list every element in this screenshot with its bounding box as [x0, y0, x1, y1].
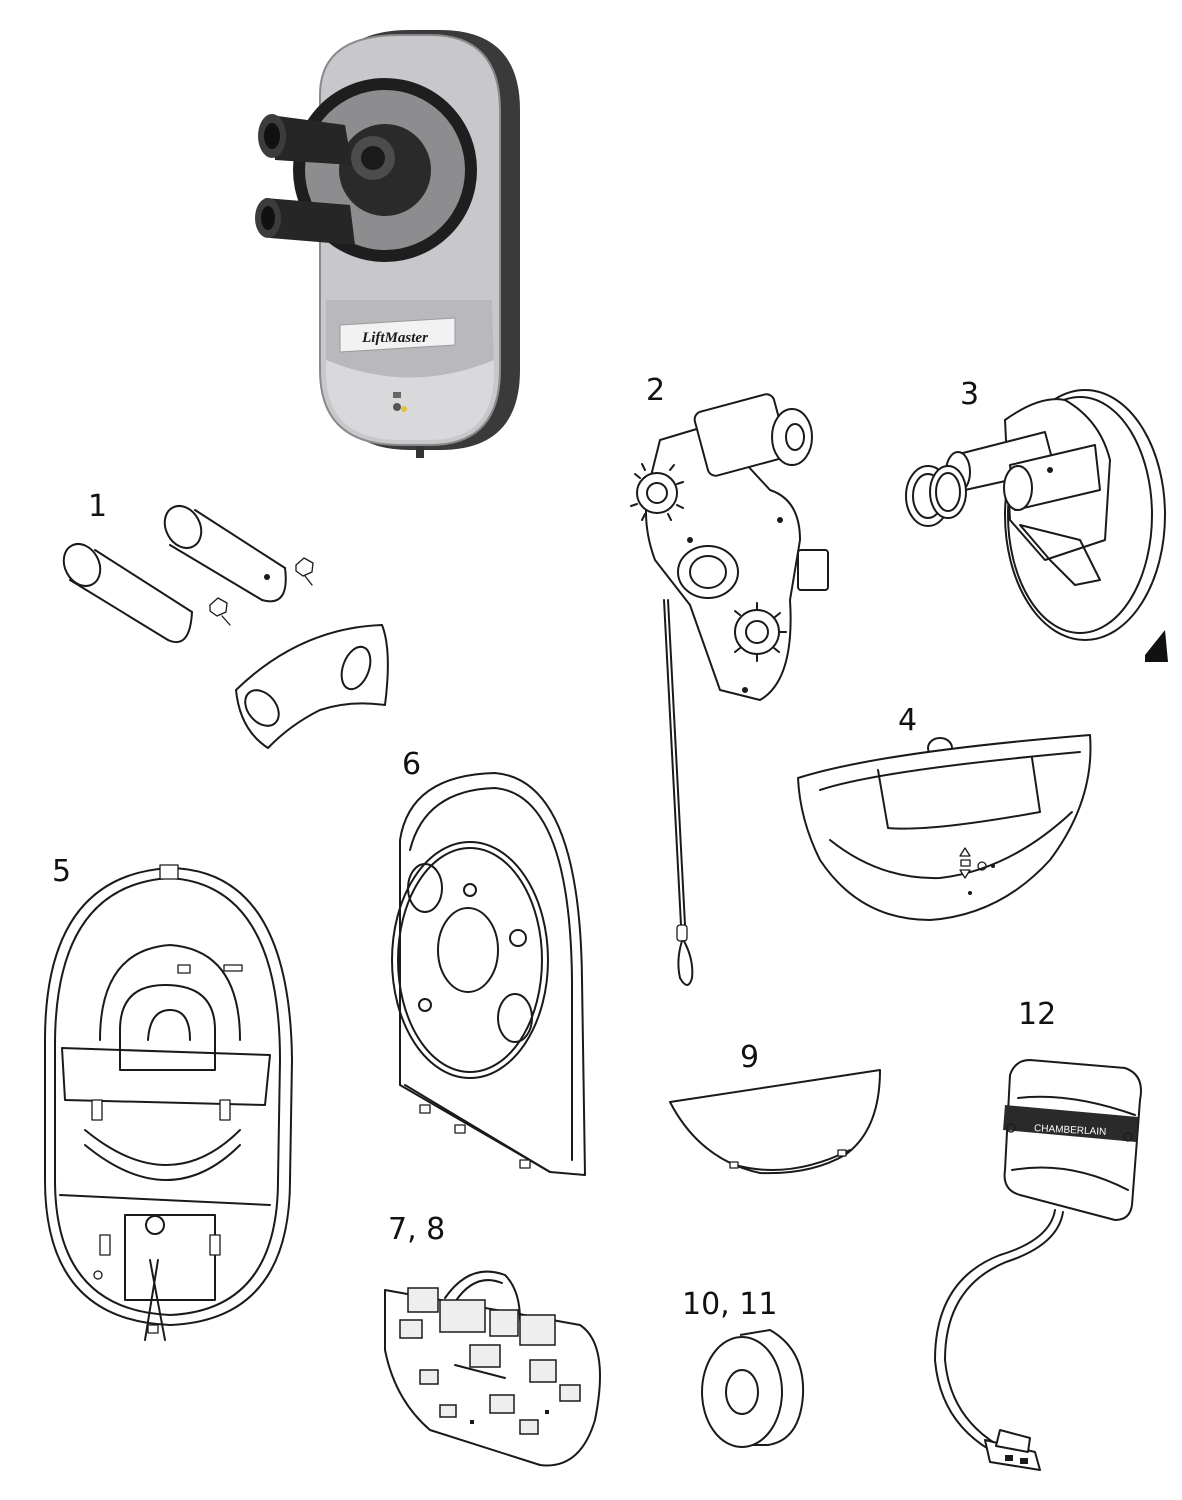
part-7-8-drawing — [384, 1270, 601, 1467]
part-number-9: 9 — [740, 1040, 760, 1075]
part-1-drawing — [62, 504, 389, 749]
part-6-drawing — [391, 772, 586, 1176]
part-5-drawing — [44, 864, 293, 1341]
part-2-drawing — [630, 393, 829, 986]
liftmaster-logo: LiftMaster — [361, 330, 428, 346]
part-number-1: 1 — [88, 489, 108, 524]
opener-assembly-photo: LiftMaster — [255, 30, 520, 458]
part-number-6: 6 — [402, 747, 422, 782]
part-10-11-drawing — [701, 1329, 805, 1448]
part-number-7-8: 7, 8 — [388, 1212, 446, 1247]
part-number-2: 2 — [646, 373, 666, 408]
part-9-drawing — [669, 1069, 881, 1175]
part-number-12: 12 — [1018, 997, 1057, 1032]
part-12-drawing: CHAMBERLAIN — [934, 1059, 1142, 1471]
part-3-drawing — [905, 389, 1168, 662]
part-number-5: 5 — [52, 854, 72, 889]
part-4-drawing — [797, 734, 1092, 921]
part-number-4: 4 — [898, 703, 918, 738]
part-number-3: 3 — [960, 377, 980, 412]
part-number-10-11: 10, 11 — [682, 1287, 778, 1322]
chamberlain-label: CHAMBERLAIN — [1034, 1123, 1107, 1138]
